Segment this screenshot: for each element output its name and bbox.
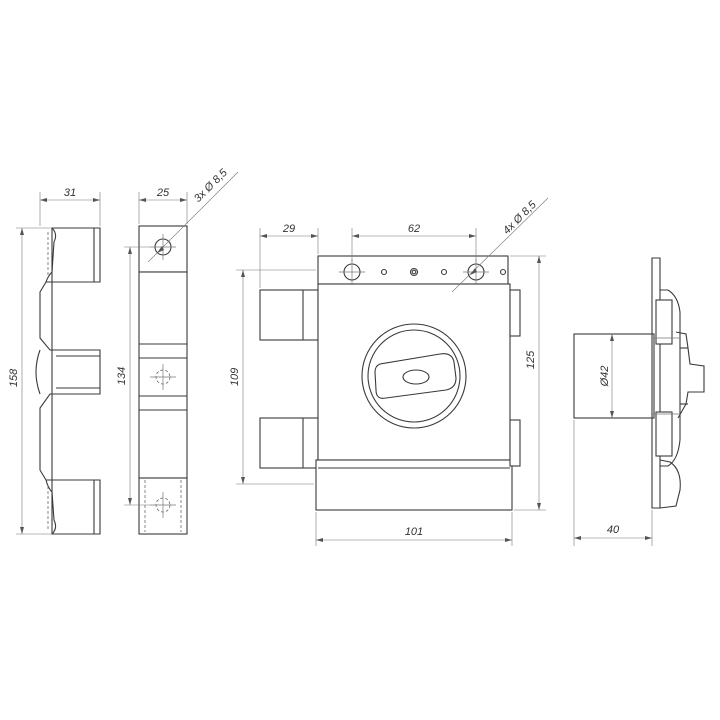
escutcheon-lower [659, 459, 681, 509]
cylinder-inner-ring [367, 329, 461, 423]
dim-strike-height-label: 134 [116, 367, 128, 385]
keyway [402, 369, 430, 385]
side-profile-bottom-curve [45, 479, 57, 535]
side-profile-outline [39, 227, 101, 535]
dim-hole-spacing: 62 [351, 223, 477, 262]
dim-hole-spacing-label: 62 [408, 223, 420, 235]
side-profile-view [35, 227, 101, 535]
dim-body-holes-label: 4x Ø 8,5 [501, 198, 540, 237]
dim-left-width: 31 [39, 187, 101, 226]
dim-body-height-label: 125 [525, 350, 537, 369]
lock-side-tab-top [509, 289, 521, 337]
strike-plate-view [138, 225, 188, 535]
dim-body-width-label: 101 [405, 526, 423, 538]
lock-body-view [259, 255, 521, 511]
dim-body-width: 101 [315, 512, 513, 546]
dim-left-height-label: 158 [8, 368, 20, 387]
dim-strike-holes: 3x Ø 8,5 [147, 166, 239, 263]
dim-body-left: 29 [259, 223, 319, 288]
dim-cylinder-depth: 40 [573, 420, 653, 546]
bolt-bottom [259, 417, 319, 469]
thumb-turn [374, 353, 457, 399]
dim-body-inner-height-label: 109 [229, 368, 241, 386]
dim-body-inner-height: 109 [229, 269, 316, 485]
dim-strike-height: 134 [116, 246, 150, 506]
dim-body-height: 125 [510, 255, 546, 511]
escutcheon-block-bottom [655, 411, 673, 457]
dim-cylinder-diameter-label: Ø42 [599, 366, 611, 388]
cylinder-side-view [573, 257, 705, 509]
side-profile-top-curve [45, 227, 57, 283]
dim-body-left-label: 29 [282, 223, 295, 235]
escutcheon-block-top [655, 299, 673, 345]
dim-cylinder-diameter: Ø42 [599, 334, 614, 418]
lock-side-tab-bottom [509, 419, 521, 467]
bolt-top [259, 289, 319, 341]
cylinder-outer-ring [361, 323, 467, 429]
cylinder-body [573, 333, 655, 419]
escutcheon-profile [651, 257, 681, 509]
strike-hidden [144, 480, 182, 532]
thumb-knob-profile [675, 331, 705, 419]
lock-case [317, 283, 511, 461]
dim-left-height: 158 [8, 227, 52, 535]
dim-left-width-label: 31 [64, 187, 76, 199]
side-profile-knob [35, 349, 41, 395]
dim-strike-width: 25 [138, 187, 188, 224]
dim-cylinder-depth-label: 40 [607, 524, 620, 536]
dim-strike-width-label: 25 [156, 187, 170, 199]
